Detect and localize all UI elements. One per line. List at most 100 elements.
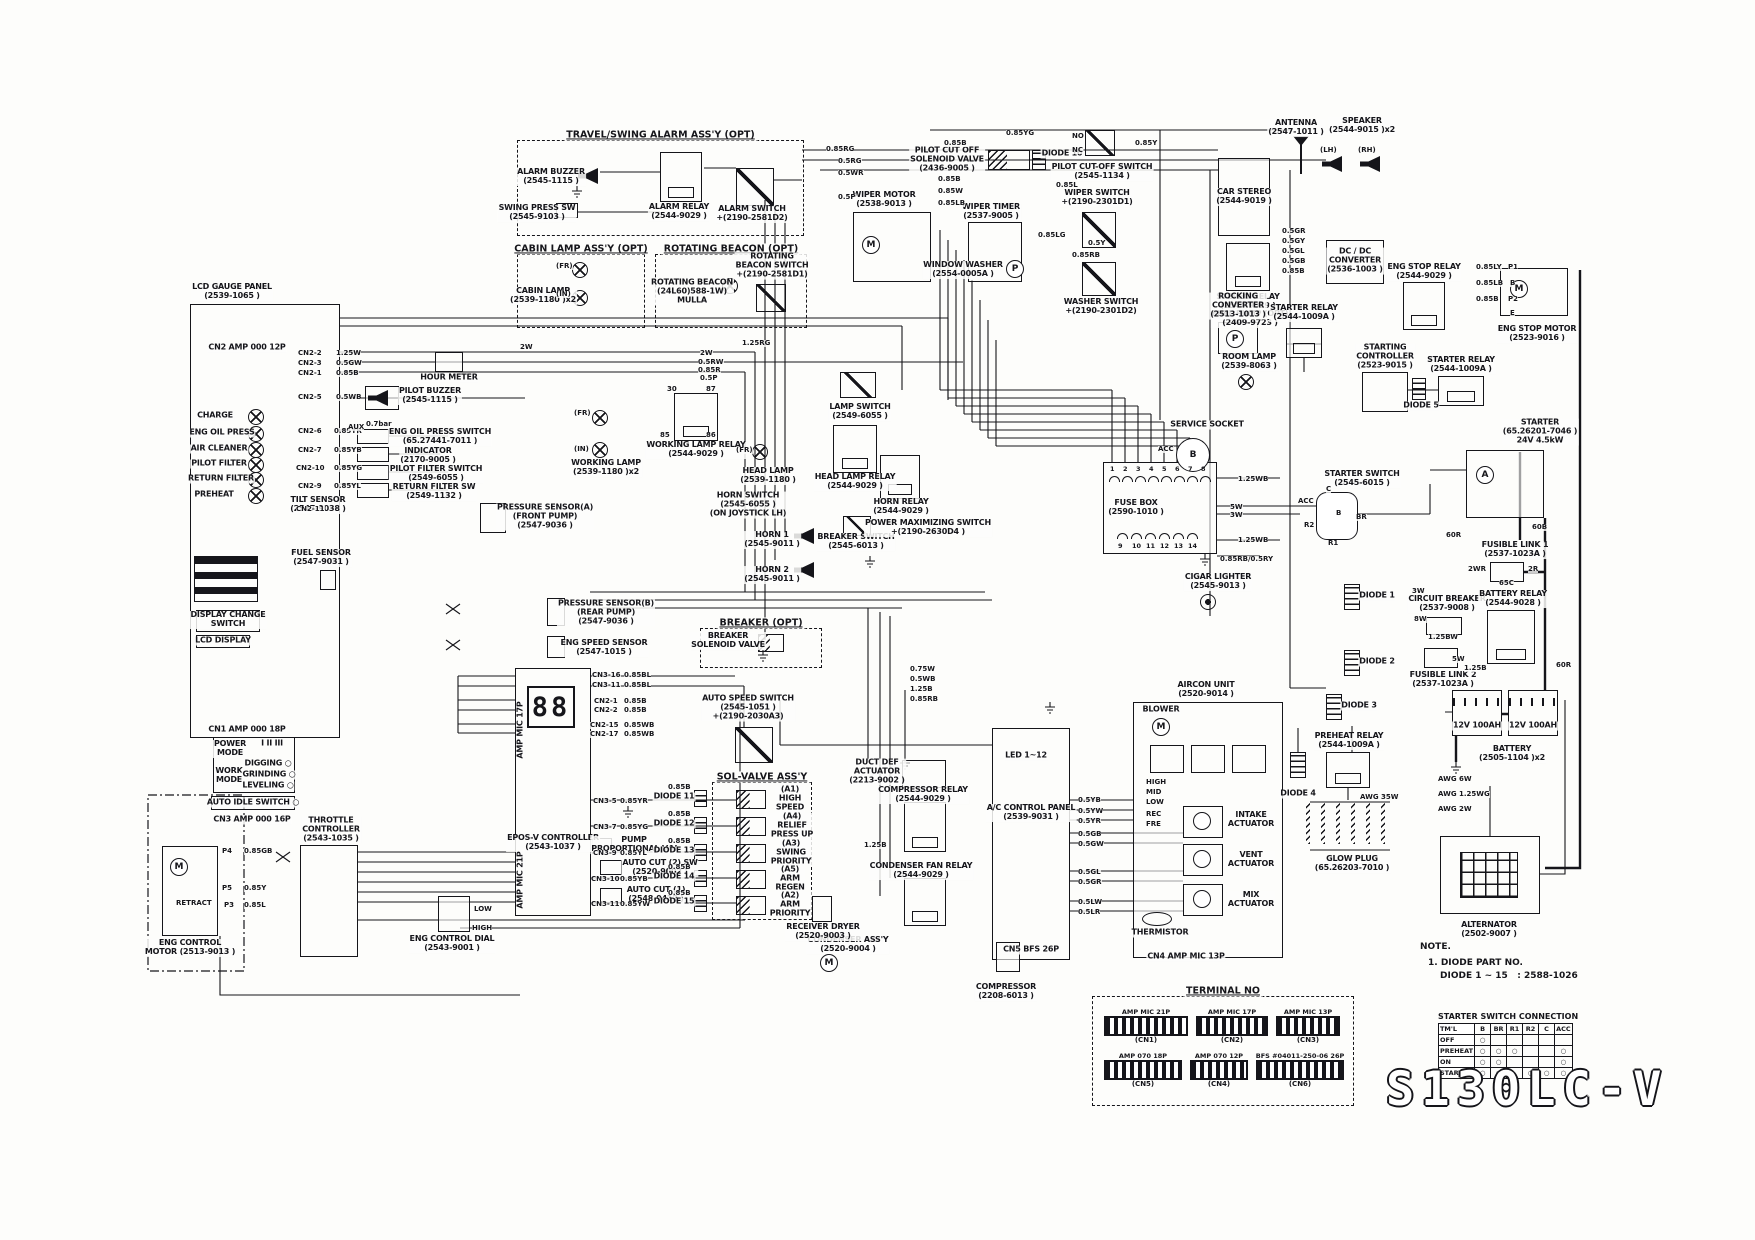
wire-label: 0.85B — [668, 863, 691, 871]
lcd-display-label: LCD DISPLAY — [194, 635, 252, 646]
fuse-icon — [1117, 533, 1128, 539]
wire-label: (FR) — [574, 409, 591, 417]
pressure-sensor-b-label: PRESSURE SENSOR(B) (REAR PUMP) (2547-903… — [556, 598, 656, 627]
battery-1-label: 12V 100AH — [1452, 720, 1502, 731]
return-filter-switch-box — [357, 483, 389, 498]
wire-label: 0.85B — [944, 139, 967, 147]
wiper-motor-symbol: M — [862, 236, 880, 254]
wire-label: 0.85RB/0.5RY — [1220, 555, 1274, 563]
preheat-relay-box — [1326, 752, 1370, 788]
wire-label: 0.85B — [668, 783, 691, 791]
condenser-fan-relay-box — [904, 878, 946, 926]
wire-label: 2W — [520, 343, 533, 351]
connector-cn-label: (CN4) — [1207, 1080, 1231, 1088]
condenser-assy-symbol: M — [820, 954, 838, 972]
speaker-label: SPEAKER (2544-9015 )x2 — [1328, 116, 1396, 135]
switch-table-cell: ○ — [1474, 1034, 1492, 1046]
wire-label: 60R — [1556, 661, 1572, 669]
epos-display-box-seven-segment-display: 88 — [527, 686, 575, 728]
connector-cn-label: (CN1) — [1134, 1036, 1158, 1044]
switch-table-cell: ○ — [1474, 1045, 1492, 1057]
sol-valve-a4-label: (A4) RELIEF PRESS UP — [769, 811, 815, 840]
vent-actuator-label: VENT ACTUATOR — [1226, 850, 1276, 869]
wire-label: 0.85B — [668, 889, 691, 897]
blower-label: BLOWER — [1141, 704, 1181, 715]
battery-relay-box — [1487, 610, 1535, 664]
stereo-relay-box — [1226, 243, 1270, 291]
wire-label: CN2-1 — [298, 369, 322, 377]
fuse-icon — [1109, 476, 1120, 482]
diode-5-box — [1412, 378, 1426, 400]
fuse-icon — [1148, 476, 1159, 482]
connector-cn-label: (CN6) — [1288, 1080, 1312, 1088]
eng-stop-relay-label: ENG STOP RELAY (2544-9029 ) — [1386, 262, 1462, 281]
wire-label: 0.5GY — [1282, 237, 1306, 245]
wire-label: B — [1510, 279, 1516, 287]
wire-label: (FR) — [556, 262, 573, 270]
connector-type-label: AMP MIC 13P — [1283, 1008, 1333, 1016]
diode-2-label: DIODE 2 — [1358, 656, 1396, 667]
wire-label: 0.85B — [624, 697, 647, 705]
vent-actuator-symbol — [1193, 850, 1211, 868]
lamp-switch-label: LAMP SWITCH (2549-6055 ) — [828, 402, 892, 421]
horn-1-label: HORN 1 (2545-9011 ) — [743, 530, 801, 549]
wire-label: 8W — [1414, 615, 1427, 623]
wire-label: 1.25W — [336, 349, 361, 357]
terminal-connector-5: BFS #04011-250-06 26P(CN6) — [1256, 1052, 1344, 1088]
wire-label: CN3-10 — [591, 875, 620, 883]
connector-type-label: AMP MIC 21P — [1121, 1008, 1171, 1016]
wire-label: FRE — [1146, 820, 1161, 828]
horn-relay-label: HORN RELAY (2544-9029 ) — [872, 497, 930, 516]
wire-label: 0.5P — [700, 374, 718, 382]
connector-type-label: AMP 070 18P — [1118, 1052, 1168, 1060]
alarm-switch-box — [736, 168, 774, 206]
wire-label: P5 — [222, 884, 233, 892]
glow-plug-resistor-bank — [1306, 802, 1385, 844]
blower-resistor-3-box — [1232, 745, 1266, 773]
duct-def-actuator-box — [902, 760, 946, 788]
wire-label: 3W — [1412, 587, 1425, 595]
wiper-motor-label: WIPER MOTOR (2538-9013 ) — [851, 190, 917, 209]
wire-label: 0.5YW — [1078, 807, 1104, 815]
alarm-buzzer-label: ALARM BUZZER (2545-1115 ) — [516, 167, 586, 186]
alternator-box — [1440, 836, 1540, 914]
service-socket-symbol: B — [1176, 438, 1210, 472]
wire-label: CN2-17 — [590, 730, 619, 738]
cn1-tag-label: CN1 AMP 000 18P — [207, 724, 287, 735]
work-mode-digging-label: DIGGING ○ — [243, 758, 293, 769]
alternator-grid — [1460, 852, 1518, 898]
wire-label: 85 — [660, 431, 670, 439]
aircon-unit-label: AIRCON UNIT (2520-9014 ) — [1176, 680, 1236, 699]
fuse-number: 8 — [1201, 465, 1206, 473]
gauge-select-block-box — [194, 556, 258, 602]
switch-table-row-label: OFF — [1437, 1034, 1476, 1046]
alternator-label: ALTERNATOR (2502-9007 ) — [1460, 920, 1518, 939]
power-max-switch-label: POWER MAXIMIZING SWITCH +(2190-2630D4 ) — [864, 518, 992, 537]
fuse-number: 2 — [1123, 465, 1128, 473]
wire-label: C — [1326, 485, 1332, 493]
wire-label: HIGH — [1146, 778, 1167, 786]
sol-diode-14-label: DIODE 14 — [652, 871, 696, 882]
switch-table-cell — [1538, 1034, 1556, 1046]
wire-label: CN2-5 — [298, 393, 322, 401]
wire-label: 0.85YL — [334, 482, 361, 490]
wire-label: REC — [1146, 810, 1162, 818]
wiper-switch-label: WIPER SWITCH +(2190-2301D1) — [1060, 188, 1134, 207]
eng-control-motor-label: ENG CONTROL MOTOR (2513-9013 ) — [143, 938, 237, 957]
switch-table-col: C — [1538, 1023, 1556, 1035]
switch-table-cell: ○ — [1506, 1045, 1524, 1057]
wire-label: 0.85B — [1282, 267, 1305, 275]
wire-label: AWG 1.25WG — [1438, 790, 1490, 798]
fuse-icon — [1159, 533, 1170, 539]
room-lamp-label: ROOM LAMP (2539-8063 ) — [1220, 352, 1278, 371]
ind-eng-oil-press-label: ENG OIL PRESS — [188, 427, 256, 438]
switch-table-title: STARTER SWITCH CONNECTION — [1438, 1012, 1579, 1021]
eng-stop-relay-box — [1403, 282, 1445, 330]
wire-label: CN2-3 — [298, 359, 322, 367]
thermistor-label: THERMISTOR — [1130, 927, 1190, 938]
wire-label: 0.85GB — [244, 847, 273, 855]
rocking-converter-label: ROCKING CONVERTER (2513-1013 ) — [1209, 291, 1267, 320]
connector-type-label: AMP MIC 17P — [1207, 1008, 1257, 1016]
